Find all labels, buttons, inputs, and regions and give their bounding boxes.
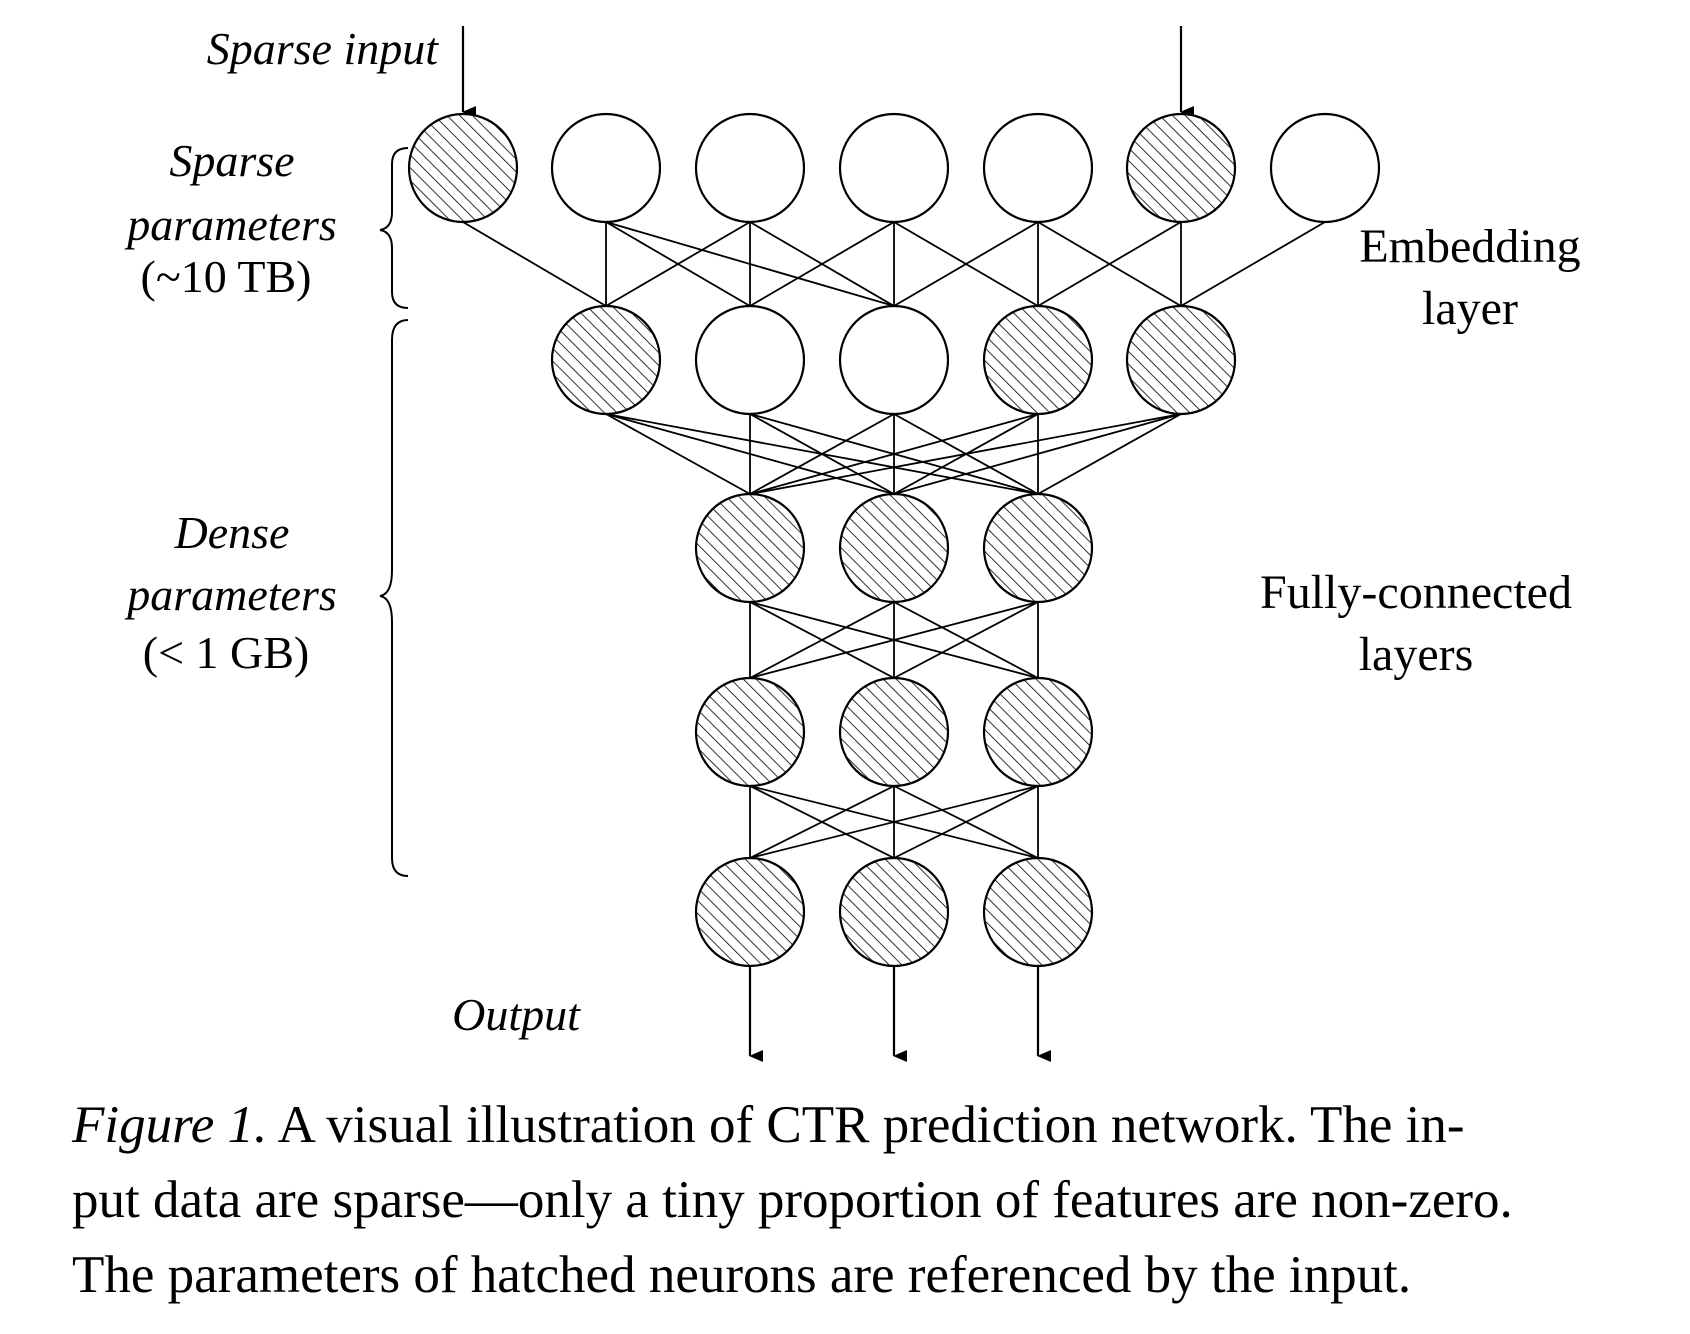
- edge-dense: [893, 601, 1039, 679]
- edge-dense: [893, 413, 1182, 495]
- hatched-neuron-fc2: [838, 676, 950, 788]
- fc-label-line1: Fully-connected: [1260, 566, 1572, 619]
- hatched-neuron-embedding: [550, 304, 662, 416]
- edge-sparse-embedding: [893, 221, 1039, 307]
- ctr-network-diagram: Sparse input Sparse parameters (~10 TB) …: [124, 23, 1581, 1062]
- edge-dense: [749, 601, 895, 679]
- caption-line-1: Figure 1. A visual illustration of CTR p…: [72, 1088, 1672, 1163]
- dense-params-line1: Dense: [174, 507, 290, 558]
- output-label: Output: [452, 989, 581, 1040]
- sparse-params-label: Sparse parameters (~10 TB): [124, 135, 337, 302]
- neuron-embedding: [838, 304, 950, 416]
- sparse-params-line1: Sparse: [169, 135, 294, 186]
- edge-dense: [749, 413, 895, 495]
- dense-params-brace: [379, 319, 409, 877]
- hatched-neuron-fc1: [838, 492, 950, 604]
- sparse-input-label: Sparse input: [207, 23, 440, 74]
- edge-sparse-embedding: [605, 221, 895, 307]
- neuron-sparse: [694, 112, 806, 224]
- hatched-neuron-fc1: [694, 492, 806, 604]
- fc-label-line2: layers: [1359, 628, 1474, 681]
- neuron-sparse: [1269, 112, 1381, 224]
- caption-line-3: The parameters of hatched neurons are re…: [72, 1246, 1412, 1304]
- hatched-neuron-sparse: [407, 112, 519, 224]
- sparse-params-brace: [379, 147, 409, 309]
- hatched-neuron-fc2: [982, 676, 1094, 788]
- fully-connected-label: Fully-connected layers: [1260, 566, 1572, 681]
- edge-sparse-embedding: [749, 221, 895, 307]
- neuron-sparse: [550, 112, 662, 224]
- hatched-neuron-sparse: [1125, 112, 1237, 224]
- neuron-embedding: [694, 304, 806, 416]
- hatched-neuron-output: [694, 856, 806, 968]
- dense-params-label: Dense parameters (< 1 GB): [124, 507, 337, 678]
- edge-sparse-embedding: [462, 221, 607, 307]
- edge-dense: [605, 413, 751, 495]
- edge-dense: [893, 785, 1039, 859]
- neuron-sparse: [838, 112, 950, 224]
- edge-sparse-embedding: [1180, 221, 1326, 307]
- edge-dense: [1037, 413, 1182, 495]
- sparse-params-line3: (~10 TB): [141, 251, 312, 302]
- connection-edges: [462, 221, 1326, 859]
- edge-dense: [749, 785, 895, 859]
- hatched-neuron-embedding: [1125, 304, 1237, 416]
- edge-dense: [749, 601, 1039, 679]
- embedding-label-line1: Embedding: [1359, 220, 1580, 273]
- dense-params-line2: parameters: [124, 569, 337, 620]
- sparse-params-line2: parameters: [124, 199, 337, 250]
- neuron-sparse: [982, 112, 1094, 224]
- embedding-layer-label: Embedding layer: [1359, 220, 1580, 335]
- edge-dense: [749, 413, 1182, 495]
- edge-sparse-embedding: [1037, 221, 1182, 307]
- caption-line-2: put data are sparse—only a tiny proporti…: [72, 1171, 1513, 1229]
- caption-lead: Figure 1.: [72, 1096, 268, 1154]
- hatched-neuron-output: [982, 856, 1094, 968]
- hatched-neuron-embedding: [982, 304, 1094, 416]
- edge-dense: [749, 413, 1039, 495]
- flow-arrows: [461, 26, 1194, 1062]
- caption-line1-text: A visual illustration of CTR prediction …: [267, 1096, 1465, 1154]
- edge-dense: [749, 785, 1039, 859]
- embedding-label-line2: layer: [1422, 282, 1518, 335]
- figure-caption: Figure 1. A visual illustration of CTR p…: [72, 1088, 1672, 1313]
- hatched-neuron-fc1: [982, 492, 1094, 604]
- hatched-neuron-fc2: [694, 676, 806, 788]
- edge-sparse-embedding: [605, 221, 751, 307]
- dense-params-line3: (< 1 GB): [143, 627, 309, 678]
- hatched-neuron-output: [838, 856, 950, 968]
- neuron-nodes: [407, 112, 1381, 968]
